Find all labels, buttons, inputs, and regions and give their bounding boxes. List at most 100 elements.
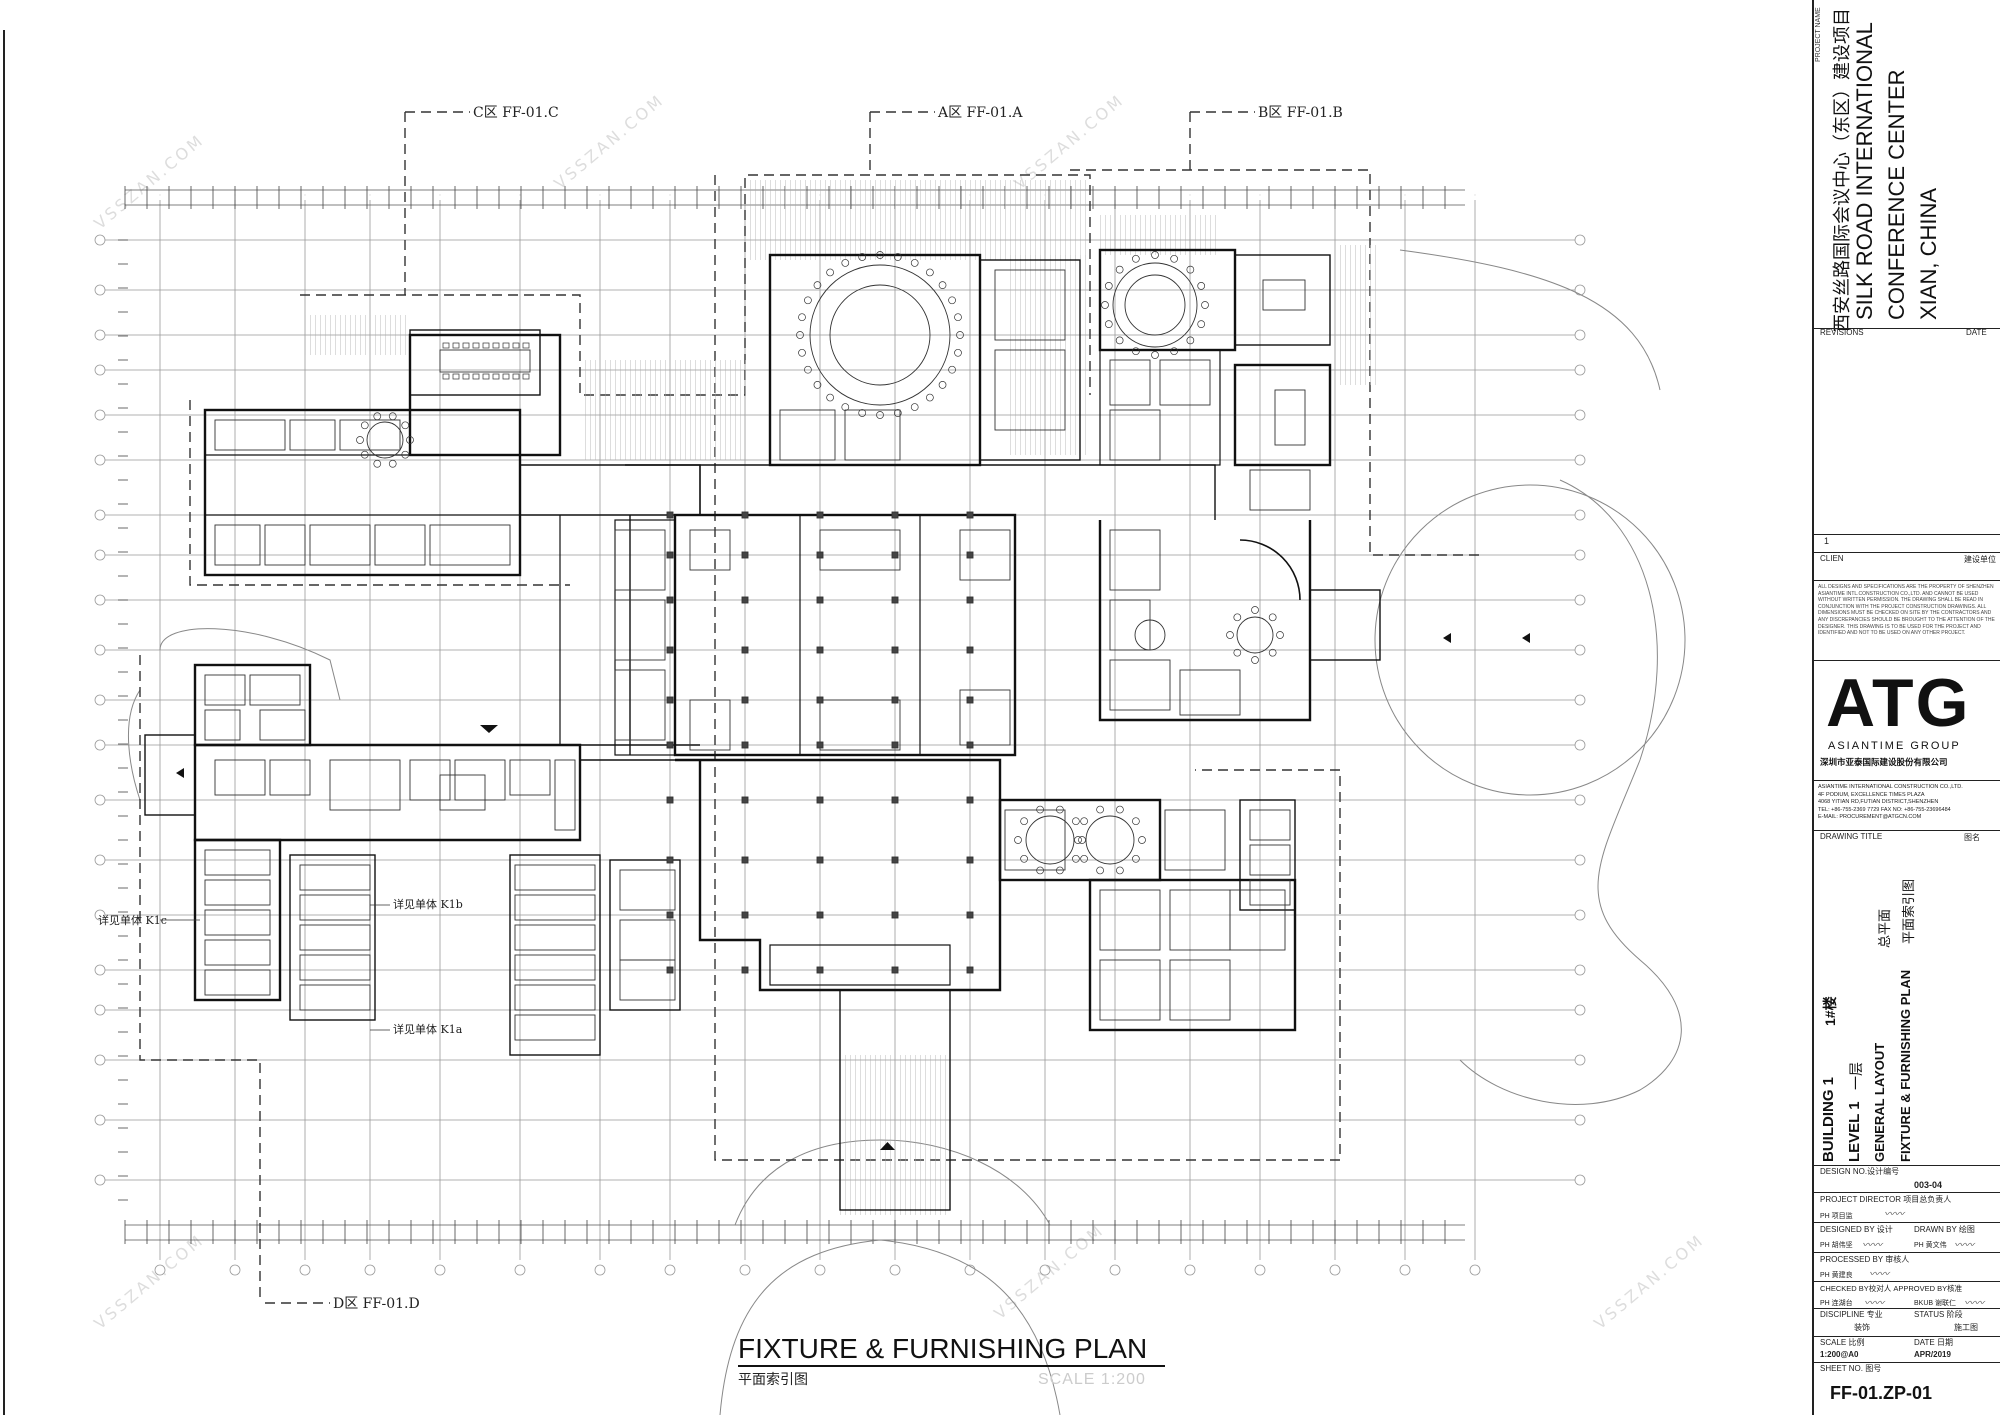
- chair: [1151, 251, 1159, 259]
- design-no-label: DESIGN NO.设计编号: [1820, 1167, 1900, 1176]
- interior-partitions: [204, 269, 1311, 1041]
- chair: [472, 342, 480, 349]
- room-partition: [214, 759, 266, 796]
- grid-bubble: [94, 509, 106, 521]
- grid-bubble: [1574, 594, 1586, 606]
- room-partition: [509, 759, 551, 796]
- chair: [1056, 805, 1064, 814]
- column: [891, 966, 899, 974]
- room-partition: [259, 709, 306, 741]
- grid-bubble: [94, 594, 106, 606]
- plan-title: FIXTURE & FURNISHING PLAN: [738, 1333, 1147, 1364]
- plan-scale: SCALE 1:200: [1038, 1371, 1146, 1388]
- column: [966, 856, 974, 864]
- room-partition: [819, 699, 901, 751]
- column: [816, 646, 824, 654]
- grid-bubble: [94, 794, 106, 806]
- column: [666, 856, 674, 864]
- grid-bubble: [1574, 454, 1586, 466]
- discipline-value: 装饰: [1854, 1323, 1870, 1332]
- column: [741, 796, 749, 804]
- grid-bubble: [94, 909, 106, 921]
- room-partition: [614, 669, 666, 741]
- room-partition: [204, 849, 271, 876]
- title-block: PROJECT NAME 西安丝路国际会议中心（东区）建设项目 SILK ROA…: [1812, 0, 2000, 1415]
- drawing-title-label-cn: 图名: [1964, 833, 1980, 842]
- grid-bubble: [1574, 964, 1586, 976]
- grid-bubble: [1574, 1054, 1586, 1066]
- designed-by-value: PH 胡伟坚: [1820, 1242, 1853, 1249]
- room-partition: [204, 969, 271, 996]
- column: [666, 911, 674, 919]
- room-partition: [299, 864, 371, 891]
- grid-bubble: [1574, 549, 1586, 561]
- column: [966, 966, 974, 974]
- chair: [492, 342, 500, 349]
- chair: [1115, 265, 1124, 274]
- room-partition: [204, 709, 241, 741]
- grid-bubble: [1254, 1264, 1266, 1276]
- ff-plan-label: FIXTURE & FURNISHING PLAN: [1898, 969, 1913, 1162]
- chair: [492, 373, 500, 380]
- column: [891, 511, 899, 519]
- ff-plan-label-cn: 平面索引图: [1902, 878, 1917, 944]
- room-partition: [1179, 669, 1241, 716]
- section-markers: [176, 633, 1530, 1150]
- chair: [1014, 836, 1022, 844]
- chair: [813, 281, 822, 289]
- grid-bubble: [1574, 794, 1586, 806]
- building-walls: [144, 248, 1381, 1211]
- chair: [442, 342, 450, 349]
- chair: [1080, 817, 1088, 826]
- room-partition: [819, 529, 901, 571]
- grid-bubble: [594, 1264, 606, 1276]
- chair: [948, 296, 956, 305]
- chair: [1132, 347, 1140, 356]
- grid-bubble: [94, 454, 106, 466]
- chair: [401, 421, 410, 430]
- long-tables: [439, 279, 1306, 811]
- chair: [502, 373, 510, 380]
- chair: [876, 411, 884, 419]
- column: [966, 911, 974, 919]
- status-label: STATUS 阶段: [1914, 1310, 1963, 1319]
- chair: [910, 259, 919, 267]
- chair: [472, 373, 480, 380]
- chair: [804, 365, 812, 374]
- revision-number: 1: [1824, 536, 1830, 546]
- chair: [442, 373, 450, 380]
- chair: [1186, 336, 1195, 345]
- grid-bubble: [94, 644, 106, 656]
- room-partition: [1109, 409, 1161, 461]
- grid-bubble: [1574, 644, 1586, 656]
- room-partition: [1159, 359, 1211, 406]
- room-partition: [1229, 889, 1286, 951]
- column: [891, 551, 899, 559]
- scale-value: 1:200@A0: [1820, 1350, 1859, 1359]
- column: [741, 856, 749, 864]
- chair: [1096, 866, 1104, 875]
- date-label: DATE: [1966, 328, 1987, 337]
- floor-plan: VSSZAN.COM VSSZAN.COM VSSZAN.COM VSSZAN.…: [3, 30, 1708, 1415]
- column: [666, 966, 674, 974]
- chair: [1104, 282, 1113, 290]
- chair: [401, 450, 410, 459]
- chair: [1116, 866, 1124, 875]
- chair: [1151, 351, 1159, 359]
- drawn-by-label: DRAWN BY 绘图: [1914, 1225, 1975, 1234]
- room-partition: [269, 759, 311, 796]
- column: [666, 551, 674, 559]
- room-partition: [1249, 844, 1291, 876]
- column: [891, 696, 899, 704]
- column: [666, 596, 674, 604]
- grid-bubble: [1399, 1264, 1411, 1276]
- processed-by-value: PH 黄建良: [1820, 1272, 1853, 1279]
- column: [816, 551, 824, 559]
- room-partition: [204, 939, 271, 966]
- processed-by-label: PROCESSED BY 审核人: [1820, 1255, 1910, 1264]
- chair: [893, 253, 902, 261]
- callout-k1c: 详见单体 K1c: [98, 913, 167, 927]
- project-name-en-3: XIAN, CHINA: [1916, 187, 1941, 320]
- grid-bubble: [94, 964, 106, 976]
- grid-bubble: [434, 1264, 446, 1276]
